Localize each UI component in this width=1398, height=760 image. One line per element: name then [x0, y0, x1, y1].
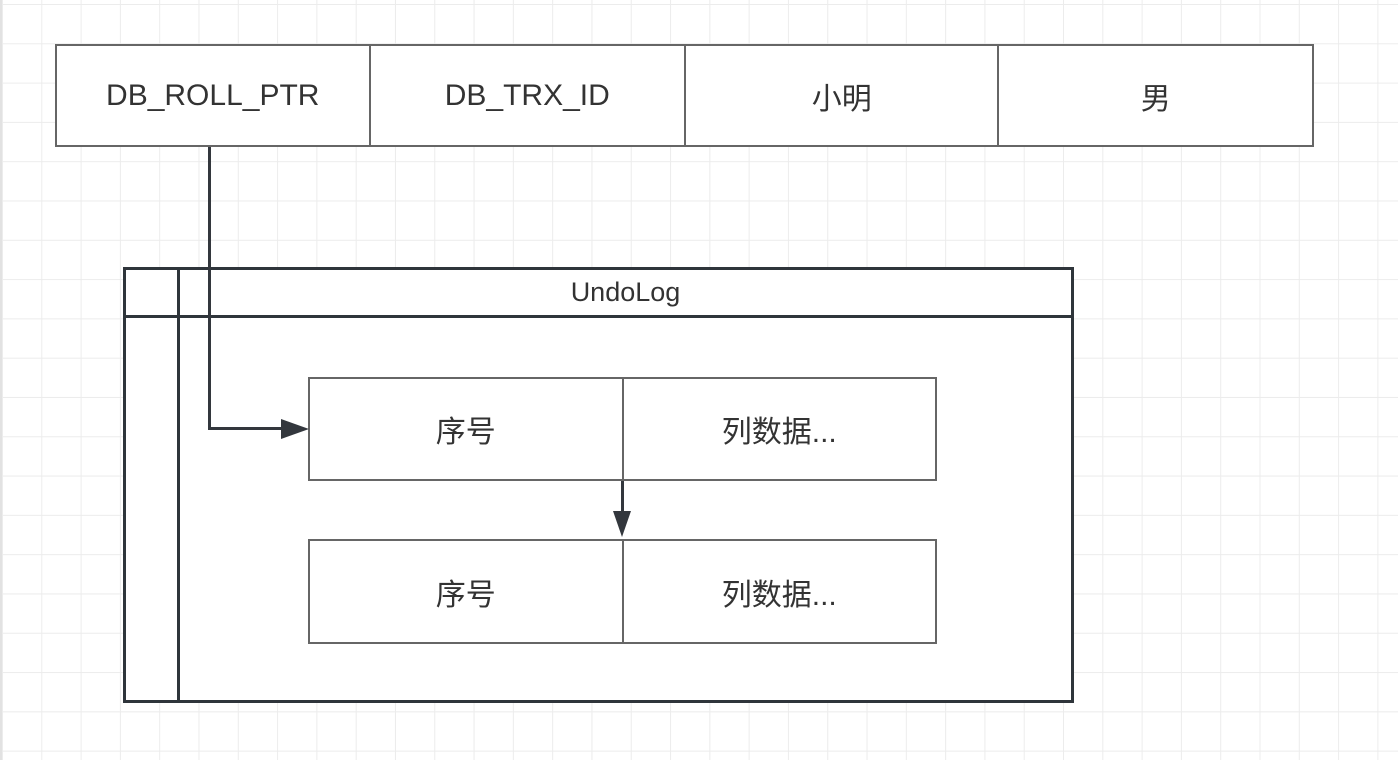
record-cell-name[interactable]: 小明	[683, 46, 998, 145]
record-cell-db-trx-id[interactable]: DB_TRX_ID	[368, 46, 684, 145]
record-cell-db-trx-id-label: DB_TRX_ID	[444, 78, 610, 112]
canvas-edge-line	[0, 0, 2, 760]
record-cell-name-label: 小明	[811, 82, 872, 116]
record-cell-gender-label: 男	[1140, 82, 1171, 116]
undo-entry-1-seq-cell[interactable]: 序号	[310, 379, 622, 479]
roll-ptr-arrowhead-icon	[281, 419, 309, 439]
undolog-left-divider	[177, 270, 180, 700]
undo-entry-2[interactable]: 序号 列数据...	[308, 539, 937, 644]
record-row[interactable]: DB_ROLL_PTR DB_TRX_ID 小明 男	[55, 44, 1314, 147]
roll-ptr-arrow-vertical-segment[interactable]	[208, 147, 211, 430]
undolog-header: UndoLog	[126, 270, 1071, 318]
roll-ptr-arrow-horizontal-segment[interactable]	[208, 427, 282, 430]
undo-entry-1-data-cell[interactable]: 列数据...	[621, 379, 936, 479]
undo-entry-2-data-cell[interactable]: 列数据...	[621, 541, 936, 642]
record-cell-db-roll-ptr-label: DB_ROLL_PTR	[106, 78, 320, 112]
entry-link-arrowhead-icon	[613, 511, 631, 537]
undo-entry-1-data-label: 列数据...	[721, 416, 837, 449]
entry-link-arrow-segment[interactable]	[621, 481, 624, 512]
undo-entry-1-seq-label: 序号	[435, 416, 496, 449]
undo-entry-2-seq-label: 序号	[435, 578, 496, 612]
undo-entry-1[interactable]: 序号 列数据...	[308, 377, 937, 481]
undo-entry-2-seq-cell[interactable]: 序号	[310, 541, 622, 642]
record-cell-gender[interactable]: 男	[997, 46, 1312, 145]
undo-entry-2-data-label: 列数据...	[721, 578, 837, 612]
undolog-title: UndoLog	[570, 277, 681, 307]
record-cell-db-roll-ptr[interactable]: DB_ROLL_PTR	[57, 46, 369, 145]
